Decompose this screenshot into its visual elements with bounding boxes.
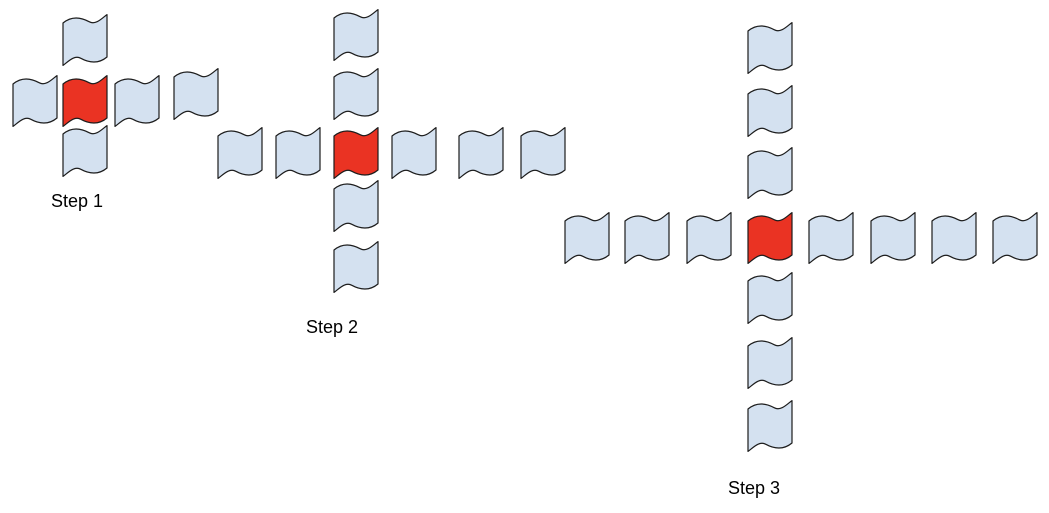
step-3-neighbor-tile xyxy=(747,22,793,74)
step-2-neighbor-tile xyxy=(333,68,379,120)
step-2-neighbor-tile xyxy=(333,241,379,293)
step-2-neighbor-tile xyxy=(275,127,321,179)
step-2-group xyxy=(217,9,566,293)
step-1-group xyxy=(12,14,219,177)
step-3-neighbor-tile xyxy=(747,400,793,452)
step-3-label: Step 3 xyxy=(728,478,781,498)
step-3-neighbor-tile xyxy=(686,212,732,264)
step-3-neighbor-tile xyxy=(992,212,1038,264)
step-1-neighbor-tile xyxy=(173,68,219,120)
step-3-neighbor-tile xyxy=(931,212,977,264)
step-2-neighbor-tile xyxy=(333,9,379,61)
step-1-neighbor-tile xyxy=(62,14,108,66)
step-3-neighbor-tile xyxy=(747,147,793,199)
step-3-center-tile xyxy=(747,212,793,264)
step-3-neighbor-tile xyxy=(870,212,916,264)
step-2-neighbor-tile xyxy=(217,127,263,179)
step-1-label: Step 1 xyxy=(51,191,104,211)
step-3-neighbor-tile xyxy=(747,337,793,389)
step-2-neighbor-tile xyxy=(458,127,504,179)
step-2-neighbor-tile xyxy=(333,180,379,232)
step-1-neighbor-tile xyxy=(12,75,58,127)
step-1-neighbor-tile xyxy=(114,75,160,127)
step-3-neighbor-tile xyxy=(747,85,793,137)
step-3-neighbor-tile xyxy=(624,212,670,264)
step-3-group xyxy=(564,22,1038,452)
step-3-neighbor-tile xyxy=(747,272,793,324)
step-1-center-tile xyxy=(62,75,108,127)
step-2-center-tile xyxy=(333,127,379,179)
step-3-neighbor-tile xyxy=(808,212,854,264)
step-3-neighbor-tile xyxy=(564,212,610,264)
step-2-neighbor-tile xyxy=(520,127,566,179)
step-2-label: Step 2 xyxy=(306,317,359,337)
step-2-neighbor-tile xyxy=(391,127,437,179)
step-1-neighbor-tile xyxy=(62,125,108,177)
